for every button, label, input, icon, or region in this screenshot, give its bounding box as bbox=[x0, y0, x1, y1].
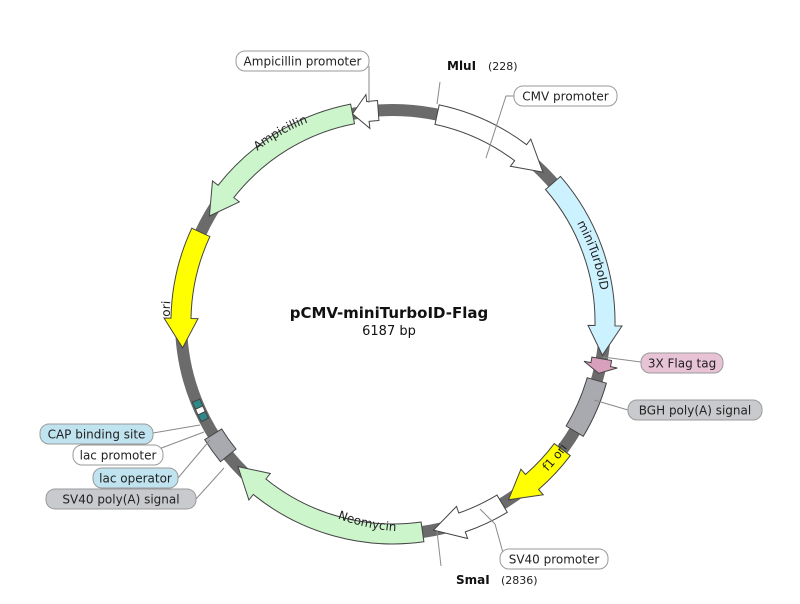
feature-neomycin bbox=[237, 465, 425, 545]
feature-sv40-promoter bbox=[432, 494, 508, 540]
site-mlui: MluI (228) bbox=[447, 59, 518, 73]
callout-cmv-promoter: CMV promoter bbox=[513, 85, 618, 107]
svg-text:3X Flag tag: 3X Flag tag bbox=[648, 357, 716, 371]
svg-text:(228): (228) bbox=[488, 60, 518, 73]
svg-text:CMV promoter: CMV promoter bbox=[522, 90, 609, 104]
svg-text:CAP binding site: CAP binding site bbox=[48, 428, 146, 442]
feature-cmv-promoter bbox=[434, 104, 544, 173]
callout-3x-flag-tag: 3X Flag tag bbox=[640, 352, 724, 374]
svg-text:Ampicillin promoter: Ampicillin promoter bbox=[244, 55, 362, 69]
callout-lac-operator: lac operator bbox=[92, 467, 179, 489]
feature-ampicillin bbox=[208, 103, 356, 217]
feature-miniturboid bbox=[544, 175, 623, 357]
svg-text:SV40 promoter: SV40 promoter bbox=[509, 553, 600, 567]
callout-sv40-polya-signal: SV40 poly(A) signal bbox=[45, 488, 197, 510]
feature-cap-binding-site bbox=[191, 398, 204, 410]
svg-text:SmaI: SmaI bbox=[456, 573, 490, 587]
feature-f1-ori bbox=[507, 442, 572, 501]
callout-ampicillin-promoter: Ampicillin promoter bbox=[235, 50, 370, 72]
site-smai: SmaI (2836) bbox=[456, 573, 538, 587]
features bbox=[163, 93, 623, 545]
callout-bgh-polya-signal: BGH poly(A) signal bbox=[627, 399, 763, 421]
feature-bgh-poly-a-signal bbox=[565, 377, 608, 437]
plasmid-size: 6187 bp bbox=[362, 324, 416, 339]
svg-text:SV40 poly(A) signal: SV40 poly(A) signal bbox=[62, 493, 179, 507]
callout-cap-binding-site: CAP binding site bbox=[39, 423, 154, 445]
feature-3x-flag-tag bbox=[583, 356, 618, 374]
feature-label-ori: ori bbox=[159, 300, 173, 316]
svg-text:MluI: MluI bbox=[447, 59, 476, 73]
feature-ampicillin-promoter bbox=[351, 93, 380, 130]
svg-text:lac operator: lac operator bbox=[99, 472, 172, 486]
callout-sv40-promoter: SV40 promoter bbox=[499, 548, 609, 570]
callout-lac-promoter: lac promoter bbox=[72, 444, 164, 466]
feature-ori bbox=[163, 227, 211, 349]
svg-text:(2836): (2836) bbox=[501, 574, 538, 587]
plasmid-name: pCMV-miniTurboID-Flag bbox=[290, 304, 489, 322]
svg-text:BGH poly(A) signal: BGH poly(A) signal bbox=[639, 404, 751, 418]
feature-sv40-poly-a-signal bbox=[204, 428, 237, 463]
svg-text:lac promoter: lac promoter bbox=[80, 449, 157, 463]
